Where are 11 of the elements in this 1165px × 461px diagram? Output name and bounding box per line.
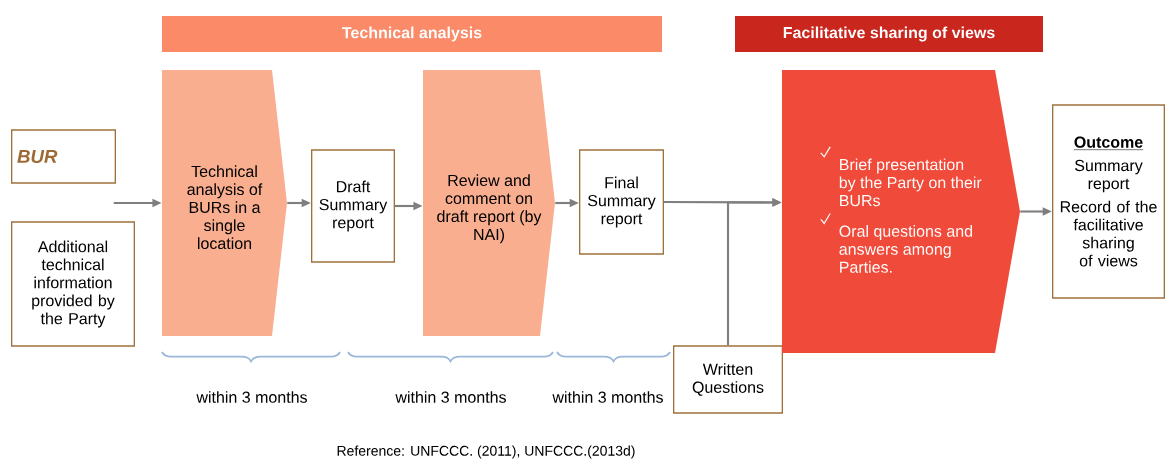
duration-label: within 3 months [196,391,307,403]
process-box: Final Summary report [579,149,664,255]
reference-note: Reference: UNFCCC. (2011), UNFCCC.(2013d) [337,445,635,459]
section-banner: Facilitative sharing of views [735,16,1043,52]
duration-label: within 3 months [395,391,506,403]
outcome-box: Outcome Summary report Record of the facilitative sharing of views [1052,104,1165,299]
process-box: Written Questions [673,345,783,414]
process-box: Additional technical information provided by the Party [11,221,135,347]
process-box: Draft Summary report [311,149,395,263]
process-box: BUR [11,129,116,184]
section-banner: Technical analysis [162,16,662,52]
